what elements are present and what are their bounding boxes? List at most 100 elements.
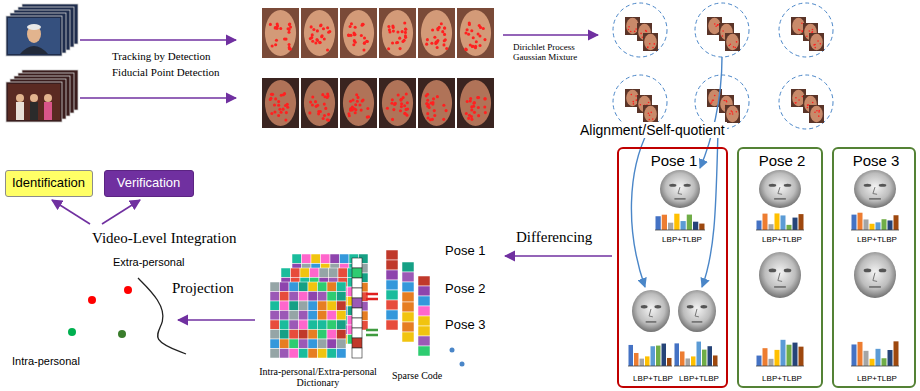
pose-box: Pose 2LBP+TLBPLBP+TLBP — [737, 147, 823, 388]
fiducial-point — [812, 29, 814, 31]
face-eye — [641, 305, 648, 308]
pose-vector-cell — [418, 276, 430, 286]
fiducial-point — [326, 96, 329, 99]
face-eye — [700, 305, 707, 308]
fiducial-point — [366, 107, 369, 110]
fiducial-point — [426, 38, 429, 41]
fiducial-point — [360, 109, 363, 112]
fiducial-point — [806, 36, 808, 38]
fiducial-point — [484, 111, 487, 114]
cluster-outline — [613, 3, 667, 57]
step-label: Dirichlet Process Gaussian Mixture — [513, 42, 589, 63]
fiducial-point — [399, 109, 402, 112]
sparse-code-cell — [352, 348, 362, 358]
fiducial-point — [470, 108, 473, 111]
fiducial-point — [354, 111, 357, 114]
cluster-outline — [695, 75, 749, 129]
fiducial-point — [271, 93, 274, 96]
fiducial-point — [400, 105, 403, 108]
fiducial-point — [360, 34, 363, 37]
fiducial-point — [277, 114, 280, 117]
face-thumbnail — [379, 78, 416, 128]
fiducial-point — [404, 31, 407, 34]
fiducial-point — [401, 40, 404, 43]
fiducial-point — [711, 101, 713, 103]
fiducial-point — [442, 104, 445, 107]
fiducial-point — [435, 41, 438, 44]
fiducial-point — [649, 114, 651, 116]
dictionary-cell — [327, 339, 337, 349]
face-thumbnail — [379, 8, 416, 58]
face-mouth — [869, 198, 881, 200]
face-skin — [304, 80, 335, 126]
fiducial-point — [354, 41, 357, 44]
fiducial-point — [396, 31, 399, 34]
histogram-bar — [763, 214, 768, 230]
pose-vector-cell — [402, 292, 414, 302]
face-skin — [810, 34, 823, 51]
face-mouth — [869, 286, 881, 288]
face-nose — [778, 187, 782, 194]
fiducial-point — [722, 35, 724, 37]
histogram-bar — [763, 348, 768, 366]
histogram-bar — [769, 224, 774, 230]
face-eye — [879, 269, 887, 273]
fiducial-point — [436, 46, 439, 49]
dictionary-cell — [337, 282, 347, 292]
dictionary-cell — [299, 301, 309, 311]
fiducial-point — [443, 26, 446, 29]
fiducial-point — [648, 102, 650, 104]
dictionary-cell — [321, 254, 331, 264]
fiducial-point — [814, 111, 816, 113]
fiducial-point — [466, 100, 469, 103]
flow-arrow — [102, 200, 140, 224]
histogram-axis — [756, 366, 804, 367]
face-mouth — [646, 321, 657, 323]
histogram-bar — [864, 219, 869, 230]
fiducial-point — [362, 23, 365, 26]
face-eye — [769, 184, 777, 187]
face-nose — [649, 309, 653, 317]
fiducial-point — [817, 40, 819, 42]
dictionary-cell — [318, 330, 328, 340]
face-nose — [678, 187, 682, 194]
fiducial-point — [356, 96, 359, 99]
fiducial-point — [435, 41, 438, 44]
fiducial-point — [363, 42, 366, 45]
face-skin — [726, 34, 739, 51]
histogram-bar — [799, 214, 804, 230]
fiducial-point — [320, 24, 323, 27]
fiducial-point — [403, 112, 406, 115]
continuation-dot — [460, 362, 465, 367]
histogram-axis — [851, 230, 899, 231]
fiducial-point — [274, 26, 277, 29]
histogram-bar — [852, 344, 857, 366]
fiducial-point — [478, 44, 481, 47]
class-label: Extra-personal — [113, 256, 185, 269]
pose-heading: Pose 2 — [759, 152, 806, 169]
step-label: Tracking by Detection — [112, 50, 211, 63]
fiducial-point — [472, 102, 475, 105]
fiducial-point — [366, 40, 369, 43]
fiducial-point — [630, 31, 632, 33]
fiducial-point — [404, 36, 407, 39]
fiducial-point — [392, 108, 395, 111]
dictionary-cell — [280, 339, 290, 349]
fiducial-point — [353, 33, 356, 36]
fiducial-point — [649, 43, 651, 45]
fiducial-point — [273, 110, 276, 113]
fiducial-point — [283, 92, 286, 95]
histogram-bar — [640, 359, 645, 366]
flow-arrow — [80, 97, 236, 99]
fiducial-point — [475, 40, 478, 43]
fiducial-point — [477, 114, 480, 117]
fiducial-point — [391, 118, 394, 121]
feature-label: LBP+TLBP — [633, 374, 673, 383]
fiducial-point — [736, 111, 738, 113]
dictionary-cell — [308, 292, 318, 302]
face-mouth — [692, 321, 703, 323]
fiducial-point — [314, 100, 317, 103]
fiducial-point — [483, 38, 486, 41]
fiducial-point — [321, 34, 324, 37]
sparse-code-cell — [352, 288, 362, 298]
